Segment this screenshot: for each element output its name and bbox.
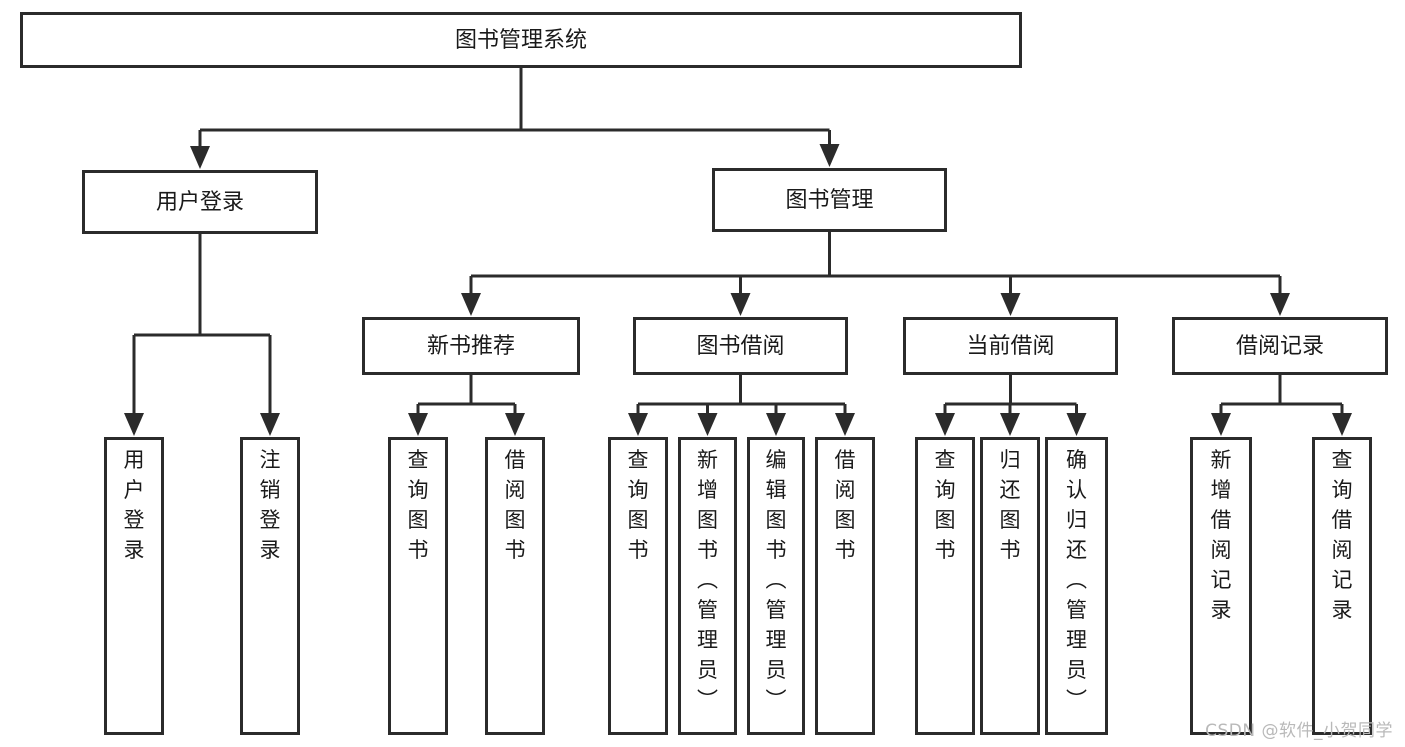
node-label: 当前借阅 [966,334,1054,359]
edge-group-l2_current [935,375,1087,436]
node-box[interactable] [388,437,448,735]
node-box[interactable] [20,12,1022,68]
node-box[interactable] [903,317,1118,375]
node-label: 新增借阅记录 [1211,448,1232,622]
node-box[interactable] [712,168,947,232]
watermark-text: CSDN @软件_小贺同学 [1205,721,1393,741]
node-l2-new-book[interactable]: 新书推荐 [362,317,580,375]
node-box[interactable] [82,170,318,234]
node-leaf-cur-return[interactable]: 归还图书 [980,437,1040,735]
node-leaf-user-logout[interactable]: 注销登录 [240,437,300,735]
edge-group-root [190,68,840,169]
node-leaf-bb-edit[interactable]: 编辑图书︵管理员︶ [747,437,805,735]
node-label: 注销登录 [260,448,281,562]
node-box[interactable] [1045,437,1108,735]
edge-group-l1_user_login [124,234,280,436]
node-label: 确认归还︵管理员︶ [1066,448,1087,712]
node-label: 图书管理系统 [455,28,587,53]
edge-group-l2_record [1211,375,1352,436]
node-leaf-bb-borrow[interactable]: 借阅图书 [815,437,875,735]
node-l2-current[interactable]: 当前借阅 [903,317,1118,375]
node-label: 新增图书︵管理员︶ [697,448,718,712]
node-leaf-cur-confirm[interactable]: 确认归还︵管理员︶ [1045,437,1108,735]
node-label: 借阅记录 [1236,334,1324,359]
edge-group-l2_borrow [628,375,855,436]
node-layer: 图书管理系统用户登录图书管理新书推荐图书借阅当前借阅借阅记录用户登录注销登录查询… [20,12,1388,735]
node-leaf-rec-add[interactable]: 新增借阅记录 [1190,437,1252,735]
node-label: 用户登录 [124,448,145,562]
node-leaf-bb-add[interactable]: 新增图书︵管理员︶ [678,437,737,735]
node-box[interactable] [104,437,164,735]
node-box[interactable] [747,437,805,735]
node-leaf-nb-query[interactable]: 查询图书 [388,437,448,735]
node-box[interactable] [915,437,975,735]
node-box[interactable] [1190,437,1252,735]
node-box[interactable] [815,437,875,735]
node-leaf-user-login[interactable]: 用户登录 [104,437,164,735]
node-label: 借阅图书 [505,448,526,562]
node-l1-user-login[interactable]: 用户登录 [82,170,318,234]
node-box[interactable] [678,437,737,735]
node-label: 图书借阅 [696,334,784,359]
node-l1-book-mgmt[interactable]: 图书管理 [712,168,947,232]
node-box[interactable] [608,437,668,735]
node-box[interactable] [1172,317,1388,375]
node-label: 归还图书 [1000,448,1021,562]
node-leaf-nb-borrow[interactable]: 借阅图书 [485,437,545,735]
node-label: 图书管理 [785,188,873,213]
node-box[interactable] [240,437,300,735]
node-label: 用户登录 [156,190,244,215]
node-label: 新书推荐 [427,334,515,359]
node-box[interactable] [485,437,545,735]
edge-group-l1_book_mgmt [461,232,1290,316]
node-label: 借阅图书 [835,448,856,562]
node-l2-record[interactable]: 借阅记录 [1172,317,1388,375]
node-leaf-rec-query[interactable]: 查询借阅记录 [1312,437,1372,735]
node-leaf-bb-query[interactable]: 查询图书 [608,437,668,735]
node-label: 查询图书 [628,448,649,562]
node-box[interactable] [362,317,580,375]
node-root[interactable]: 图书管理系统 [20,12,1022,68]
node-label: 查询图书 [408,448,429,562]
edge-group-l2_new_book [408,375,525,436]
node-label: 查询图书 [935,448,956,562]
node-box[interactable] [1312,437,1372,735]
node-box[interactable] [633,317,848,375]
node-label: 编辑图书︵管理员︶ [766,448,787,712]
node-l2-borrow[interactable]: 图书借阅 [633,317,848,375]
edge-layer [124,68,1352,436]
node-label: 查询借阅记录 [1332,448,1353,622]
node-box[interactable] [980,437,1040,735]
node-leaf-cur-query[interactable]: 查询图书 [915,437,975,735]
